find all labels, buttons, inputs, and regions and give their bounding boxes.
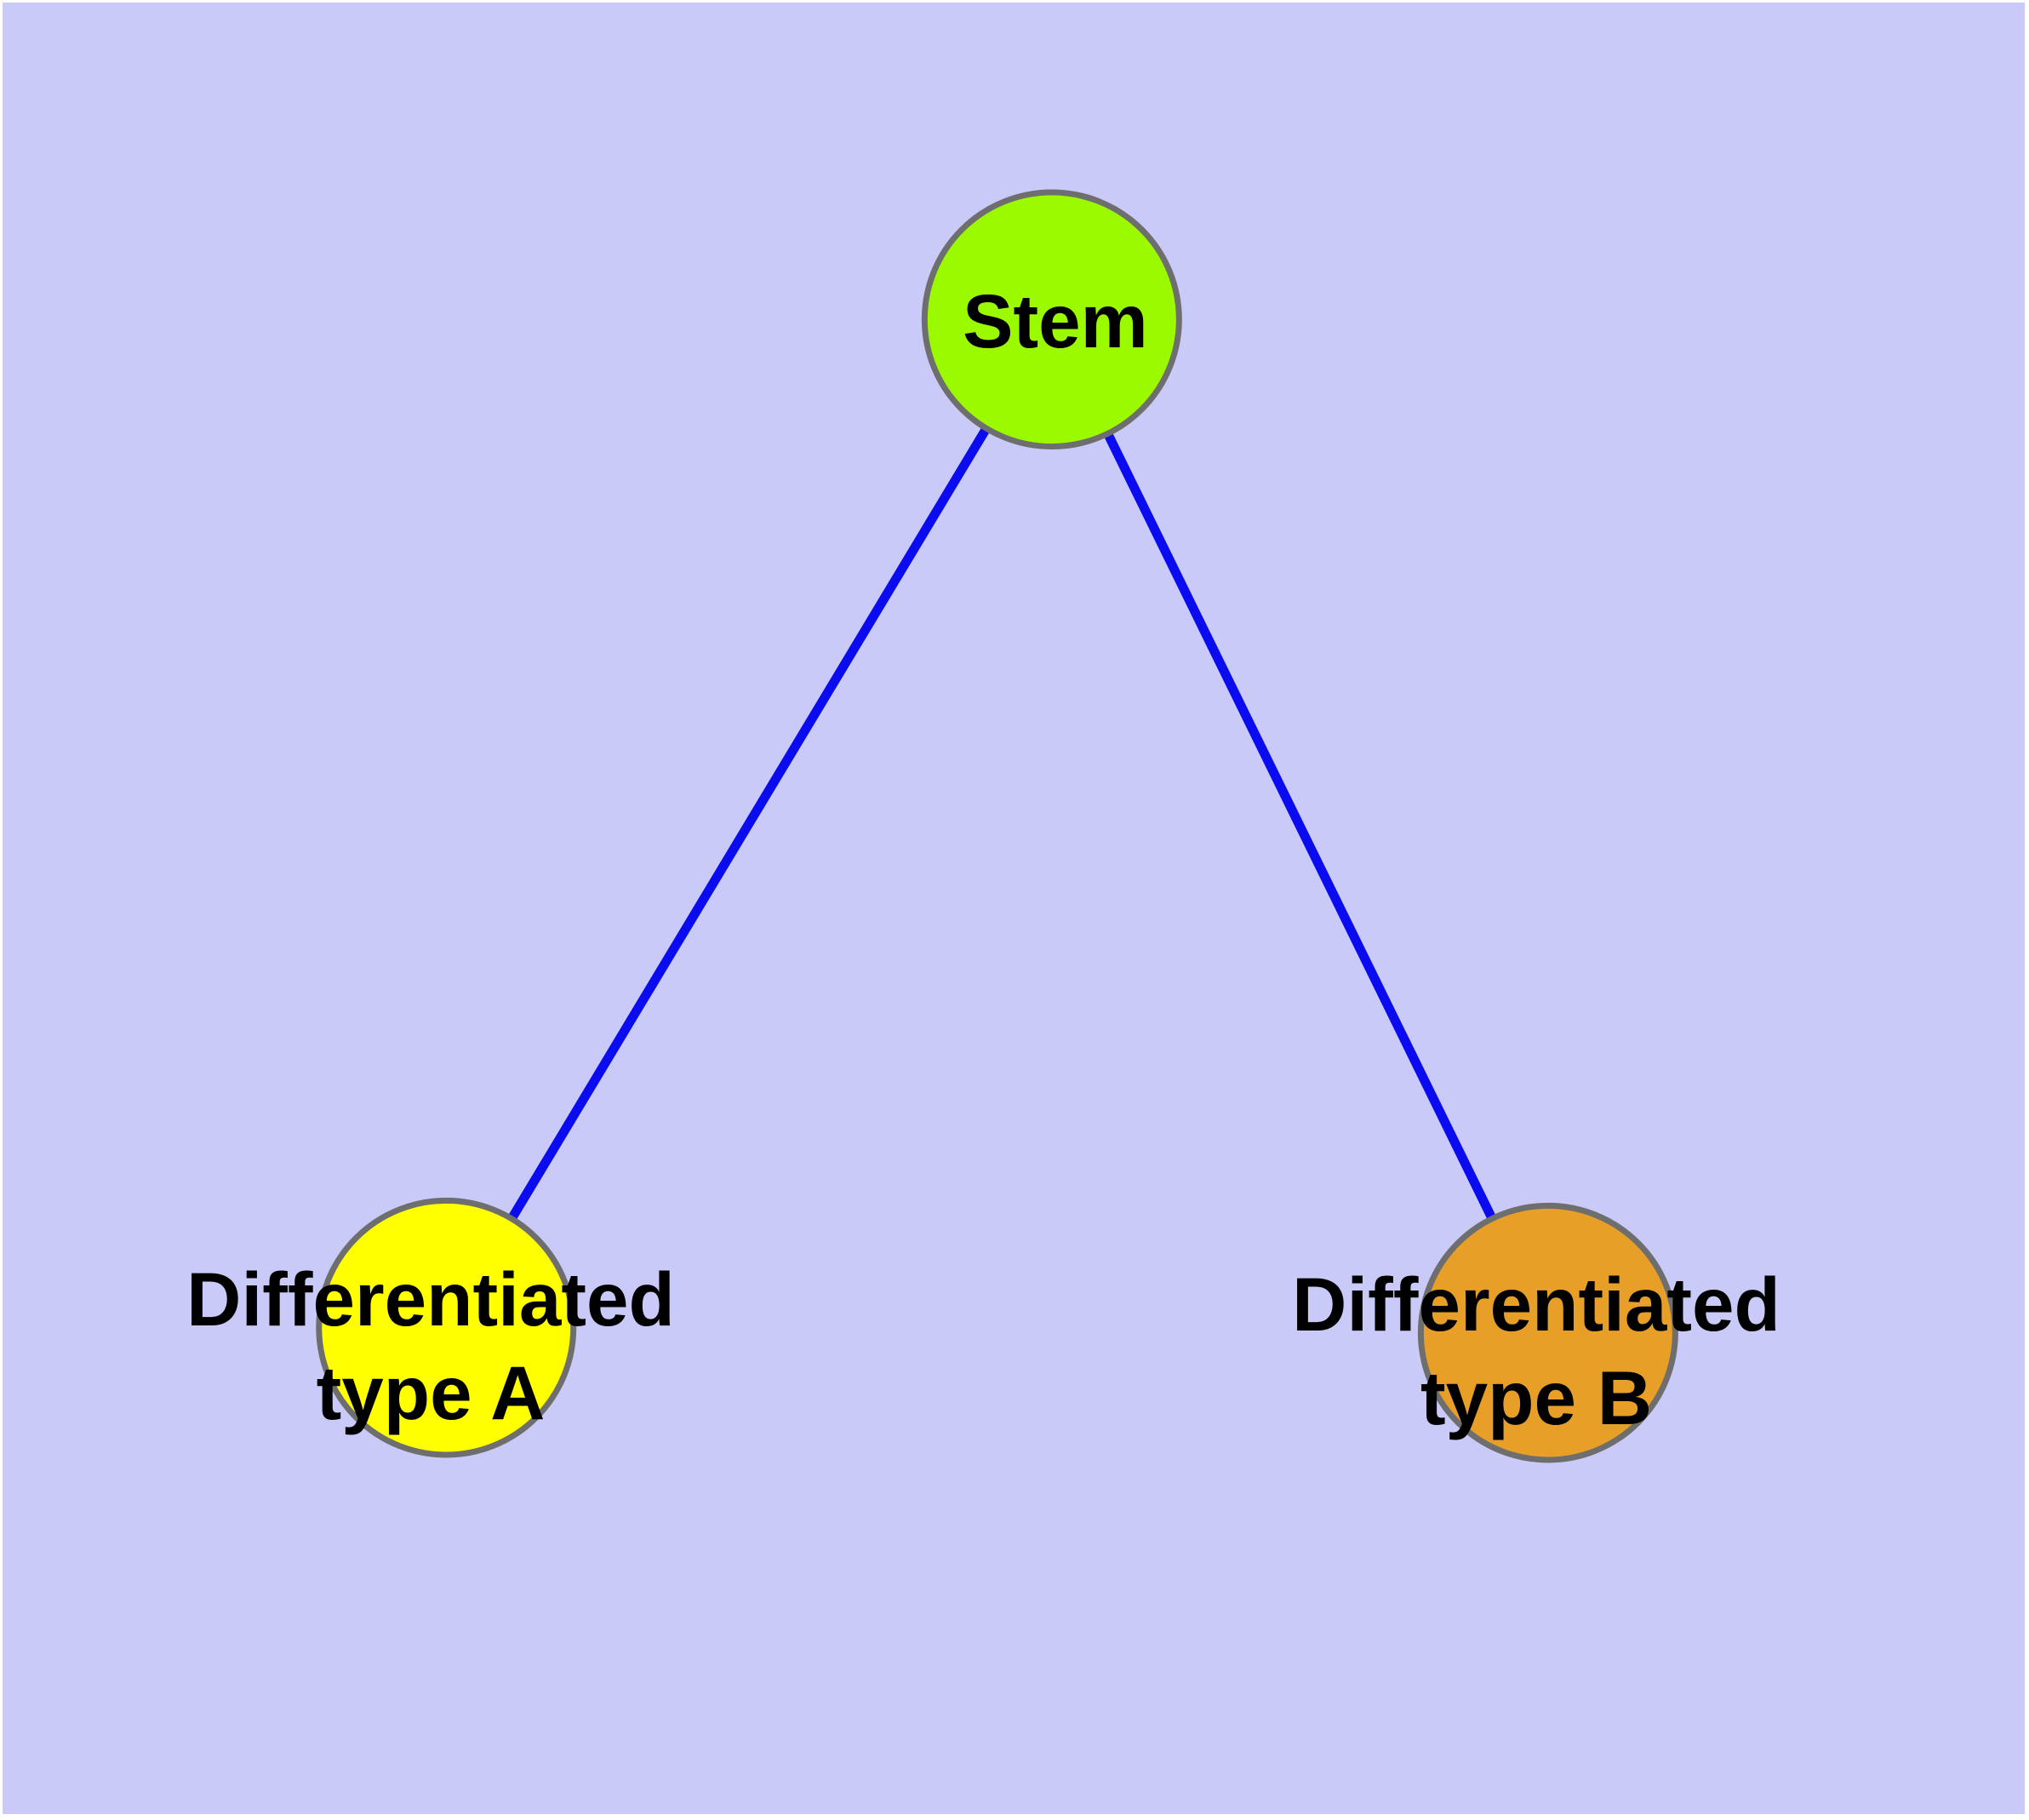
- node-differentiated-type-b-circle: [1417, 1202, 1678, 1463]
- cell-lineage-diagram: [316, 189, 1678, 1463]
- diagram-canvas: Stem Differentiated type A Differentiate…: [3, 3, 2025, 1814]
- edge-stem-to-differentiated-type-b: [1047, 317, 1552, 1336]
- node-differentiated-type-a-circle: [316, 1197, 577, 1458]
- node-stem-circle: [921, 189, 1182, 450]
- edge-stem-to-differentiated-type-a: [442, 317, 1056, 1331]
